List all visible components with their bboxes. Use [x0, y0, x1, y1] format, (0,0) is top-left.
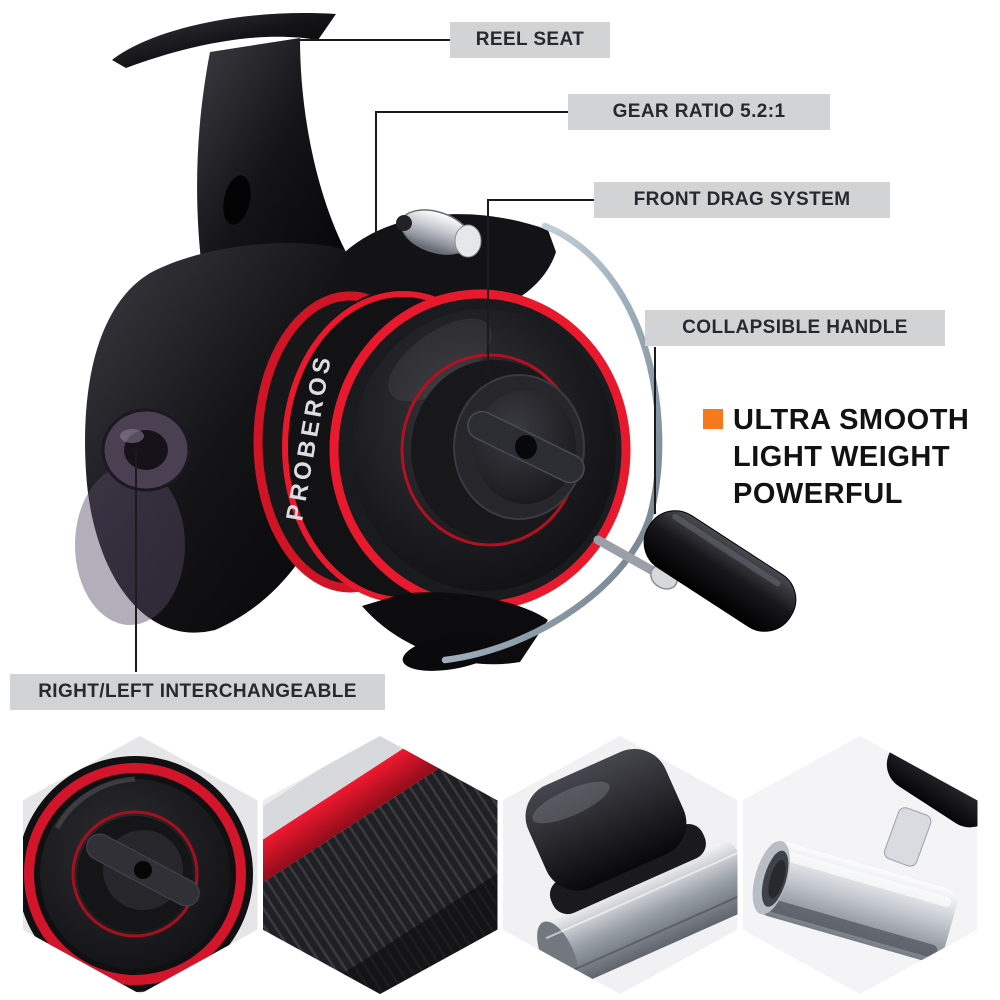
detail-photo-spool-front [22, 736, 258, 994]
stem-port [223, 175, 251, 225]
spool: PROBEROS [253, 288, 631, 611]
callout-gear-ratio: GEAR RATIO 5.2:1 [568, 94, 830, 130]
feature-line: LIGHT WEIGHT [733, 441, 951, 473]
feature-line: POWERFUL [733, 478, 903, 510]
front-drag-knob [453, 374, 585, 520]
bail-wire [441, 222, 663, 664]
handle [593, 510, 797, 632]
rotor-arm-bottom [362, 592, 548, 671]
line-front-drag [487, 199, 594, 374]
callout-right-left-interchangeable: RIGHT/LEFT INTERCHANGEABLE [10, 674, 385, 710]
detail-photo-row [0, 736, 1000, 994]
detail-photo-handle-macro [742, 736, 978, 994]
line-gear-ratio [375, 111, 568, 234]
detail-photo-drag-knob-macro [502, 736, 738, 994]
reel-stem [197, 38, 345, 292]
left-side-knob [101, 408, 191, 492]
callout-front-drag-system: FRONT DRAG SYSTEM [594, 182, 890, 218]
callout-lines [135, 39, 656, 672]
line-roller [396, 209, 482, 258]
feature-list: ULTRA SMOOTH LIGHT WEIGHT POWERFUL [703, 402, 969, 513]
callout-collapsible-handle: COLLAPSIBLE HANDLE [645, 310, 945, 346]
reel-foot [112, 13, 336, 68]
detail-photo-spool-line-macro [262, 736, 498, 994]
orange-bullet-icon [703, 409, 723, 429]
callout-reel-seat: REEL SEAT [450, 22, 610, 58]
feature-line: ULTRA SMOOTH [733, 404, 970, 436]
body-sheen [75, 465, 185, 625]
feature-lines: ULTRA SMOOTH LIGHT WEIGHT POWERFUL [733, 402, 969, 513]
